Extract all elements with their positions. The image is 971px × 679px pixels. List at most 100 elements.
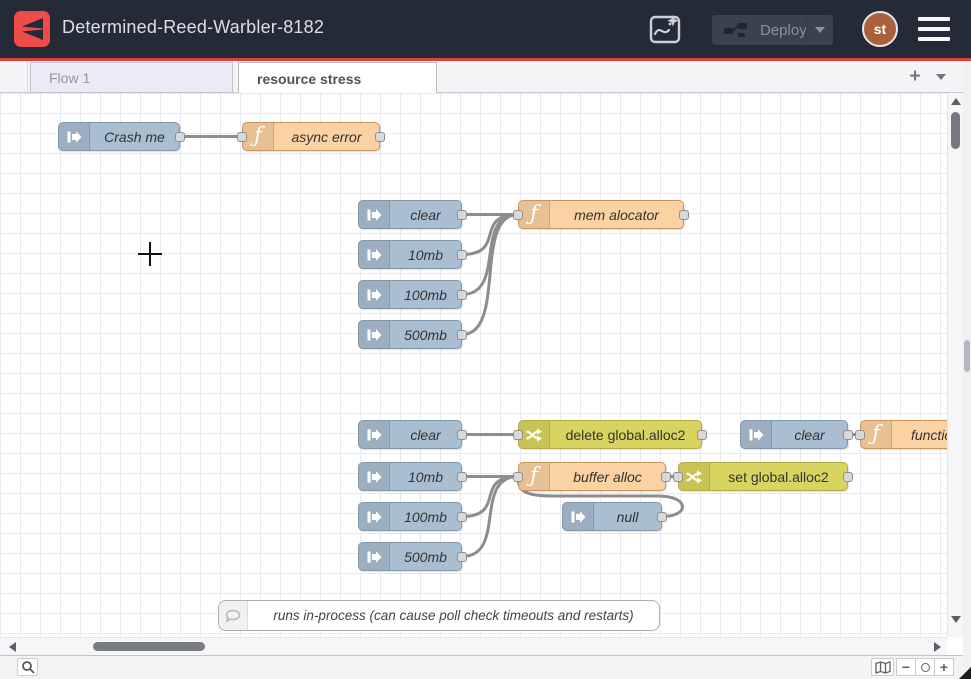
node-inject-10mb-2[interactable]: 10mb bbox=[338, 462, 467, 491]
node-comment-note[interactable]: runs in-process (can cause poll check ti… bbox=[218, 600, 660, 631]
flow-list-button[interactable] bbox=[936, 74, 946, 80]
output-port[interactable] bbox=[679, 210, 689, 220]
node-inject-clear-1[interactable]: clear bbox=[338, 200, 467, 229]
output-port[interactable] bbox=[843, 472, 853, 482]
output-port[interactable] bbox=[457, 472, 467, 482]
node-inject-crash-me[interactable]: Crash me bbox=[38, 122, 185, 151]
wires-layer bbox=[180, 134, 860, 558]
node-inject-clear-2[interactable]: clear bbox=[338, 420, 467, 449]
output-port[interactable] bbox=[457, 552, 467, 562]
node-label: mem alocator bbox=[574, 206, 659, 223]
scroll-down-icon[interactable] bbox=[951, 616, 961, 623]
input-port[interactable] bbox=[855, 430, 865, 440]
output-port[interactable] bbox=[457, 290, 467, 300]
deploy-button[interactable]: Deploy bbox=[712, 15, 833, 45]
node-inject-10mb-1[interactable]: 10mb bbox=[338, 240, 467, 269]
node-label: clear bbox=[410, 426, 441, 443]
node-change-set-global-alloc2[interactable]: set global.alloc2 bbox=[673, 462, 853, 491]
input-port[interactable] bbox=[673, 472, 683, 482]
horizontal-scrollbar-thumb[interactable] bbox=[93, 642, 205, 651]
output-port[interactable] bbox=[457, 512, 467, 522]
vertical-scrollbar-thumb[interactable] bbox=[951, 112, 960, 149]
output-port[interactable] bbox=[457, 210, 467, 220]
deploy-options-button[interactable] bbox=[806, 15, 833, 45]
function-icon: ƒ bbox=[530, 201, 538, 225]
output-port[interactable] bbox=[657, 512, 667, 522]
node-label: async error bbox=[291, 128, 362, 145]
node-icon-box bbox=[359, 463, 390, 490]
node-function-buffer-alloc[interactable]: ƒ buffer alloc bbox=[513, 462, 671, 491]
output-port[interactable] bbox=[375, 132, 385, 142]
instance-title: Determined-Reed-Warbler-8182 bbox=[62, 17, 325, 37]
node-function-function[interactable]: ƒfunction bbox=[855, 420, 947, 449]
output-port[interactable] bbox=[843, 430, 853, 440]
flowfuse-logo[interactable] bbox=[14, 11, 50, 47]
hamburger-menu-icon[interactable] bbox=[918, 17, 950, 41]
function-icon: ƒ bbox=[872, 421, 880, 445]
output-port[interactable] bbox=[175, 132, 185, 142]
change-icon bbox=[526, 428, 542, 441]
node-icon-box: ƒ bbox=[519, 463, 550, 490]
node-label: buffer alloc bbox=[573, 468, 642, 485]
node-icon-box bbox=[359, 421, 390, 448]
input-port[interactable] bbox=[513, 430, 523, 440]
output-port[interactable] bbox=[457, 430, 467, 440]
node-function-async-error[interactable]: ƒ async error bbox=[237, 122, 385, 151]
flow-canvas[interactable]: Crash me ƒ async error clear 10mb 100mb 50… bbox=[0, 93, 947, 637]
node-icon-box bbox=[359, 503, 390, 530]
wire[interactable] bbox=[461, 475, 519, 558]
node-label: 10mb bbox=[407, 468, 444, 485]
zoom-in-button[interactable]: + bbox=[934, 658, 954, 676]
node-icon-box bbox=[359, 281, 390, 308]
node-inject-500mb-1[interactable]: 500mb bbox=[338, 320, 467, 349]
node-inject-null[interactable]: null bbox=[542, 502, 667, 531]
node-inject-100mb-1[interactable]: 100mb bbox=[338, 280, 467, 309]
inject-icon bbox=[367, 208, 381, 221]
vertical-scrollbar[interactable] bbox=[947, 93, 963, 637]
footer-toolbar: − + bbox=[0, 655, 963, 679]
node-icon-box: ƒ bbox=[519, 201, 550, 228]
scroll-left-icon[interactable] bbox=[9, 642, 16, 652]
node-label: set global.alloc2 bbox=[728, 468, 829, 485]
output-port[interactable] bbox=[661, 472, 671, 482]
input-port[interactable] bbox=[513, 472, 523, 482]
scroll-right-icon[interactable] bbox=[934, 642, 941, 652]
node-label: runs in-process (can cause poll check ti… bbox=[273, 608, 634, 623]
node-function-mem-alocator[interactable]: ƒ mem alocator bbox=[513, 200, 689, 229]
ai-flow-icon[interactable] bbox=[648, 12, 684, 46]
wire[interactable] bbox=[461, 213, 519, 336]
node-icon-box: ƒ bbox=[861, 421, 892, 448]
output-port[interactable] bbox=[457, 330, 467, 340]
avatar[interactable]: st bbox=[862, 11, 898, 47]
deploy-nodes-icon bbox=[724, 23, 747, 37]
node-icon-box bbox=[219, 601, 248, 630]
node-inject-clear-3[interactable]: clear bbox=[720, 420, 853, 449]
scroll-up-icon[interactable] bbox=[950, 98, 961, 105]
search-button[interactable] bbox=[17, 658, 38, 676]
output-port[interactable] bbox=[457, 250, 467, 260]
browser-scrollbar[interactable] bbox=[963, 61, 971, 679]
input-port[interactable] bbox=[237, 132, 247, 142]
browser-scrollbar-thumb[interactable] bbox=[964, 340, 970, 372]
inject-icon bbox=[367, 288, 381, 301]
add-flow-button[interactable]: + bbox=[909, 66, 921, 87]
deploy-caret-icon bbox=[815, 27, 825, 33]
inject-icon bbox=[67, 130, 81, 143]
zoom-out-button[interactable]: − bbox=[896, 658, 916, 676]
tab-resource-stress[interactable]: resource stress bbox=[238, 62, 437, 94]
inject-icon bbox=[367, 428, 381, 441]
navigator-toggle-button[interactable] bbox=[871, 658, 894, 676]
horizontal-scrollbar[interactable] bbox=[0, 637, 947, 655]
zoom-reset-button[interactable] bbox=[915, 658, 935, 676]
node-change-delete-global-alloc2[interactable]: delete global.alloc2 bbox=[513, 420, 707, 449]
function-icon: ƒ bbox=[254, 123, 262, 147]
node-label: clear bbox=[794, 426, 825, 443]
node-inject-500mb-2[interactable]: 500mb bbox=[338, 542, 467, 571]
output-port[interactable] bbox=[697, 430, 707, 440]
input-port[interactable] bbox=[513, 210, 523, 220]
change-icon bbox=[686, 470, 702, 483]
node-inject-100mb-2[interactable]: 100mb bbox=[338, 502, 467, 531]
inject-icon bbox=[367, 550, 381, 563]
tab-flow-1[interactable]: Flow 1 bbox=[30, 62, 233, 93]
